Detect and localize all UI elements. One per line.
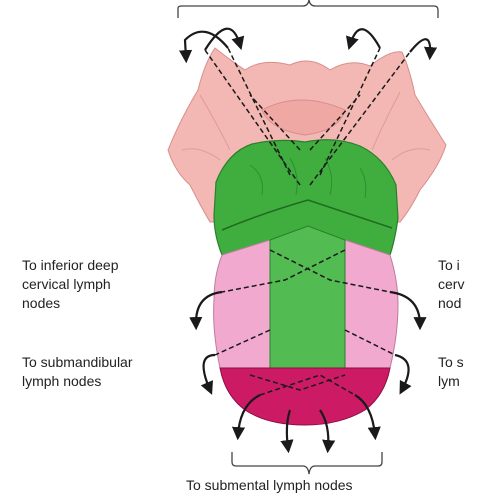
label-left-upper: To inferior deep cervical lymph nodes — [22, 256, 119, 313]
arrow-top-4 — [410, 39, 430, 55]
label-bottom: To submental lymph nodes — [186, 476, 353, 495]
central-tongue — [270, 226, 345, 368]
bottom-bracket — [232, 452, 382, 474]
lateral-tongue-left — [214, 240, 270, 368]
top-bracket — [178, 0, 438, 18]
label-left-lower: To submandibular lymph nodes — [22, 353, 133, 391]
label-right-upper: To i cerv nod — [438, 256, 470, 313]
label-right-lower: To s lym — [438, 353, 470, 391]
arrow-right-lower — [395, 355, 409, 390]
tongue-tip — [220, 368, 390, 425]
lateral-tongue-right — [345, 240, 398, 368]
arrow-top-2 — [205, 29, 240, 50]
arrow-left-lower — [204, 355, 215, 390]
arrow-bottom-2 — [287, 410, 290, 448]
arrow-top-3 — [350, 29, 380, 48]
